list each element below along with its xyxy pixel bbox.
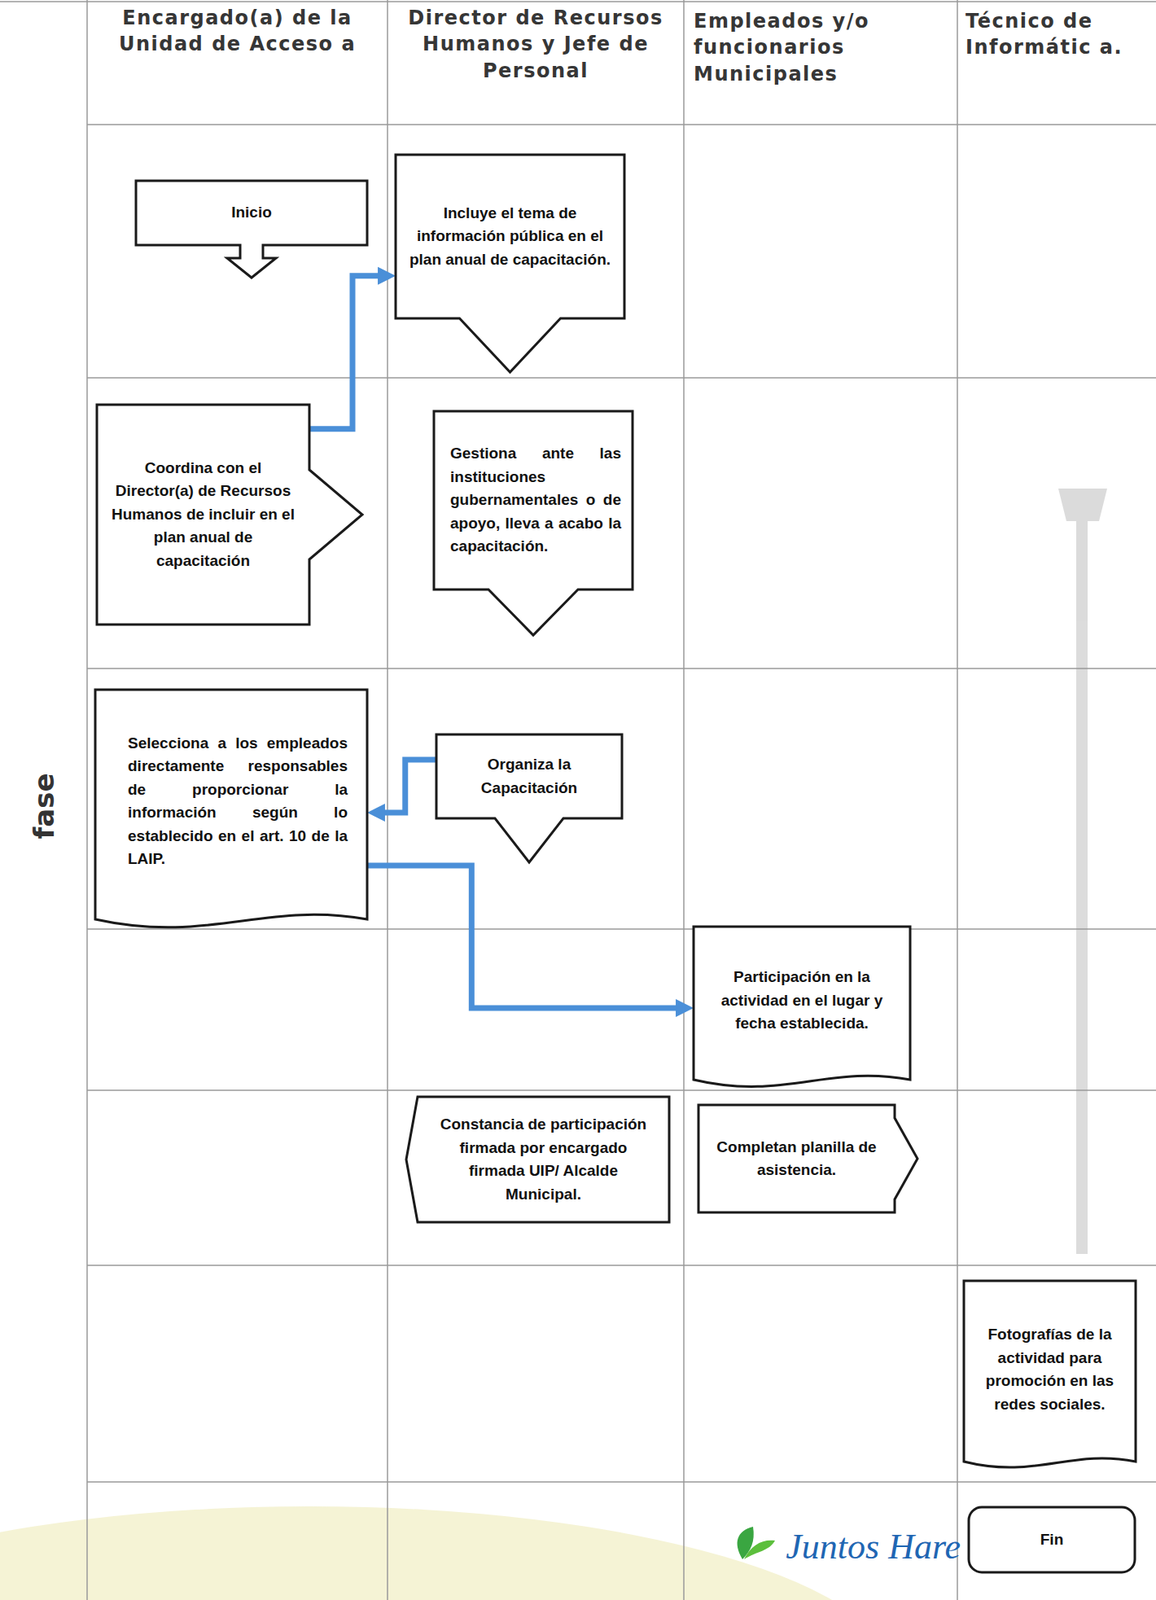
grid-line <box>87 123 1156 126</box>
node-text: Selecciona a los empleados directamente … <box>127 731 348 872</box>
text-wrap: Constancia de participación firmada por … <box>430 1112 657 1206</box>
lamp-pole <box>1076 521 1088 1254</box>
grid-line <box>956 0 959 1600</box>
document-box: Constancia de participación firmada por … <box>406 1096 670 1222</box>
text-wrap: Gestiona ante las instituciones gubernam… <box>450 442 622 559</box>
grid-line <box>87 1264 1156 1266</box>
shape-border <box>698 1104 918 1213</box>
node-text: Fotografías de la actividad para promoci… <box>975 1322 1125 1416</box>
process-box: Incluye el tema de información pública e… <box>395 154 625 373</box>
node-text: Completan planilla de asistencia. <box>709 1135 884 1183</box>
shape-border <box>963 1280 1136 1467</box>
grid-line <box>683 0 685 1600</box>
grid-line <box>86 0 88 1600</box>
node-text: Inicio <box>147 201 356 225</box>
grid-line <box>87 928 1156 930</box>
lamp-head <box>1058 488 1108 522</box>
node-body: Participación en la actividad en el luga… <box>693 926 911 1090</box>
process-box: Completan planilla de asistencia. <box>698 1104 918 1213</box>
grid-line <box>0 0 1156 3</box>
flow-arrow <box>309 275 385 430</box>
node-outline <box>135 180 368 278</box>
grid-line <box>87 1089 1156 1091</box>
text-wrap: Inicio <box>147 201 356 225</box>
shape-border <box>96 404 363 625</box>
document-box: Selecciona a los empleados directamente … <box>95 689 368 942</box>
text-wrap: Fin <box>980 1528 1124 1552</box>
grid-line <box>87 667 1156 670</box>
logo-text: Juntos Hare <box>753 1525 961 1568</box>
shape-border <box>95 689 368 928</box>
process-box: Gestiona ante las instituciones gubernam… <box>433 411 633 635</box>
document-box: Participación en la actividad en el luga… <box>693 926 911 1100</box>
text-wrap: Selecciona a los empleados directamente … <box>127 731 348 872</box>
leaf-shape <box>744 1540 776 1559</box>
lane-header: Director de Recursos Humanos y Jefe de P… <box>394 4 678 84</box>
node-outline <box>698 1104 918 1213</box>
shape-border <box>968 1506 1135 1572</box>
text-wrap: Fotografías de la actividad para promoci… <box>975 1322 1125 1416</box>
grid-line <box>87 376 1156 379</box>
end-terminal: Fin <box>968 1506 1135 1572</box>
node-text: Coordina con el Director(a) de Recursos … <box>109 456 297 574</box>
node-body: Gestiona ante las instituciones gubernam… <box>433 411 633 590</box>
shape-border <box>693 926 911 1086</box>
node-text: Gestiona ante las instituciones gubernam… <box>450 442 622 559</box>
shape-border <box>395 154 625 373</box>
start-terminal: Inicio <box>135 180 368 278</box>
lane-header: Encargado(a) de la Unidad de Acceso a <box>93 4 381 58</box>
lane-header: Técnico de Informátic a. <box>965 8 1150 62</box>
document-box: Fotografías de la actividad para promoci… <box>963 1280 1136 1478</box>
node-text: Organiza la Capacitación <box>447 753 611 800</box>
shape-border <box>406 1096 670 1222</box>
node-body: Inicio <box>135 180 368 246</box>
node-body: Fotografías de la actividad para promoci… <box>963 1280 1136 1470</box>
node-text: Constancia de participación firmada por … <box>430 1112 657 1206</box>
text-wrap: Completan planilla de asistencia. <box>709 1135 884 1183</box>
node-body: Coordina con el Director(a) de Recursos … <box>96 404 310 625</box>
lamp-post-watermark <box>1058 488 1108 1254</box>
shape-border <box>135 180 368 278</box>
flow-arrow <box>367 865 683 1008</box>
node-body: Completan planilla de asistencia. <box>698 1104 895 1213</box>
node-text: Incluye el tema de información pública e… <box>408 201 612 272</box>
text-wrap: Organiza la Capacitación <box>447 753 611 800</box>
process-box: Organiza la Capacitación <box>436 734 622 863</box>
grid-line <box>386 0 389 1600</box>
node-body: Organiza la Capacitación <box>436 734 622 819</box>
node-outline <box>693 926 911 1100</box>
node-body: Incluye el tema de información pública e… <box>395 154 625 319</box>
text-wrap: Incluye el tema de información pública e… <box>408 201 612 272</box>
text-wrap: Coordina con el Director(a) de Recursos … <box>109 456 297 574</box>
shape-border <box>436 734 622 863</box>
grid-line <box>87 1480 1156 1483</box>
phase-label: fase <box>27 772 61 839</box>
logo-swoosh <box>0 1506 896 1600</box>
node-text: Participación en la actividad en el luga… <box>706 965 898 1036</box>
node-body: Constancia de participación firmada por … <box>417 1096 670 1222</box>
node-body: Selecciona a los empleados directamente … <box>95 689 368 931</box>
lane-header: Empleados y/o funcionarios Municipales <box>693 8 951 88</box>
node-text: Fin <box>980 1528 1124 1552</box>
process-box: Coordina con el Director(a) de Recursos … <box>96 404 363 625</box>
logo-leaf <box>737 1526 776 1559</box>
shape-border <box>433 411 633 635</box>
node-body: Fin <box>968 1506 1135 1572</box>
node-outline <box>436 734 622 863</box>
text-wrap: Participación en la actividad en el luga… <box>706 965 898 1036</box>
flow-arrow <box>378 759 437 813</box>
